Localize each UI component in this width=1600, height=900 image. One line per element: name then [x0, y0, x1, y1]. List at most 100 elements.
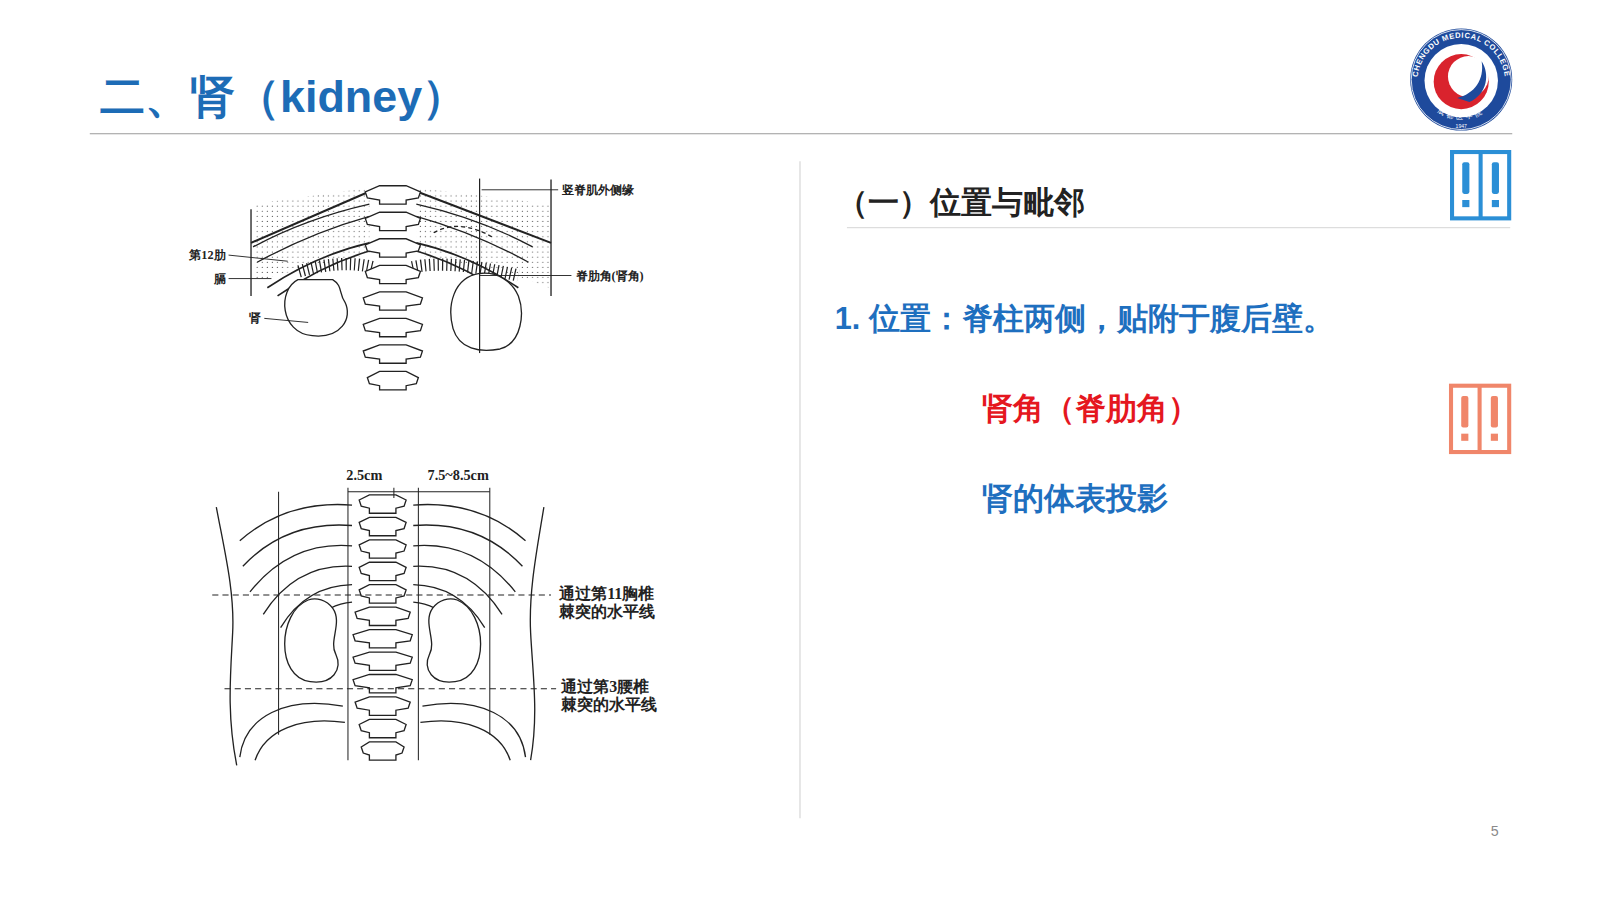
posterior-kidney-figure-part: [253, 204, 369, 247]
logo-text: 1947: [1456, 123, 1467, 129]
posterior-kidney-figure-part: [480, 275, 572, 276]
note-icon-orange-part: [1478, 386, 1482, 452]
college-logo-part: 成都医学院: [1436, 106, 1485, 121]
posterior-kidney-figure-part: [229, 278, 272, 279]
surface-projection-figure-part: [413, 545, 515, 591]
posterior-kidney-figure-part: [299, 264, 373, 271]
note-icon-orange-part: [1491, 434, 1498, 441]
surface-projection-figure-part: [427, 599, 480, 682]
surface-projection-figure-part: [530, 507, 544, 760]
posterior-kidney-figure-part: [257, 216, 369, 262]
surface-projection-figure-part-part: [278, 492, 279, 735]
posterior-kidney-figure-part: [250, 209, 251, 296]
posterior-kidney-figure-part-part: [365, 186, 420, 204]
column-divider: [799, 161, 800, 818]
college-logo-part: CHENGDU MEDICAL COLLEGE: [1411, 31, 1512, 78]
surface-projection-figure-part: [224, 688, 556, 689]
point-text: 肾的体表投影: [982, 480, 1168, 517]
surface-projection-figure-part: [353, 495, 412, 760]
posterior-kidney-figure-part: [482, 189, 559, 190]
heading-rule: [847, 227, 1510, 228]
key-term: 肾角（脊肋角）: [982, 390, 1199, 427]
surface-projection-figure-part-part: [355, 697, 410, 715]
line-note: 通过第3腰椎棘突的水平线: [561, 678, 661, 715]
surface-projection-figure-part: [212, 594, 551, 595]
surface-projection-figure-part-part: [359, 585, 406, 603]
posterior-kidney-figure-part: [479, 179, 480, 353]
surface-projection-figure-part-part: [393, 488, 394, 498]
anatomy-label: 膈: [214, 271, 226, 286]
posterior-kidney-figure-part: [412, 265, 518, 276]
surface-projection-figure-part-part: [418, 488, 419, 760]
surface-projection-figure-part: [240, 704, 343, 758]
note-icon-blue: [1452, 152, 1509, 218]
college-logo-part: [1434, 54, 1489, 109]
surface-projection-figure-part: [420, 721, 510, 760]
posterior-kidney-figure-part: [451, 273, 521, 350]
college-logo-part: [1424, 44, 1497, 117]
note-icon-orange-part: [1461, 434, 1468, 441]
surface-projection-figure-part: [413, 505, 525, 541]
posterior-kidney-figure-part-part: [365, 265, 420, 283]
college-logo-part: [1457, 61, 1486, 102]
college-logo-part: [1410, 29, 1512, 131]
college-logo: CHENGDU MEDICAL COLLEGE 成都医学院 1947: [1410, 29, 1512, 131]
surface-projection-figure-part-part: [361, 742, 404, 760]
surface-projection-figure-part: [255, 721, 345, 760]
point-text: 1. 位置：脊柱两侧，贴附于腹后壁。: [835, 300, 1334, 337]
logo-text: 成都医学院: [1436, 106, 1485, 121]
surface-projection-figure-part: [279, 488, 490, 760]
section-heading: （一）位置与毗邻: [837, 184, 1085, 221]
note-icon-blue-part: [1479, 152, 1483, 218]
line-note: 通过第11胸椎棘突的水平线: [559, 585, 663, 622]
posterior-kidney-figure-part-part: [367, 371, 418, 389]
posterior-kidney-figure-part: [229, 255, 288, 261]
surface-projection-figure-part-part: [359, 562, 406, 580]
surface-projection-figure-part-part: [353, 674, 412, 692]
posterior-kidney-figure-part: [264, 318, 308, 322]
note-icon-blue-part: [1462, 162, 1469, 194]
posterior-kidney-figure-part-part: [365, 239, 420, 257]
posterior-kidney-figure-part-part: [363, 318, 422, 336]
anatomy-label: 肾: [249, 311, 261, 326]
surface-projection-figure-part-part: [359, 719, 406, 737]
surface-projection-figure-part: [216, 507, 236, 765]
note-icon-blue-part: [1462, 200, 1469, 207]
surface-projection-figure-part-part: [347, 488, 348, 760]
surface-projection-figure-part: [240, 505, 352, 541]
surface-projection-figure-part: [285, 599, 338, 682]
anatomy-label: 竖脊肌外侧缘: [562, 182, 634, 197]
surface-projection-figure-part-part: [359, 540, 406, 558]
surface-projection-figure-part-part: [359, 495, 406, 513]
surface-projection-figure-part-part: [489, 488, 490, 735]
posterior-kidney-figure-part: [550, 180, 551, 296]
logo-text: CHENGDU MEDICAL COLLEGE: [1411, 31, 1512, 78]
dimension-label: 7.5~8.5cm: [428, 467, 489, 484]
surface-projection-figure-part-part: [359, 517, 406, 535]
surface-projection-figure-part: [422, 704, 525, 758]
posterior-kidney-figure-part: [416, 204, 532, 247]
posterior-kidney-figure-part: [363, 186, 422, 390]
note-icon-blue-part: [1452, 152, 1509, 218]
anatomy-label: 脊肋角(肾角): [576, 268, 644, 283]
college-logo-part: [1411, 30, 1511, 130]
title-rule: [90, 133, 1512, 134]
surface-projection-figure-part-part: [355, 607, 410, 625]
surface-projection-figure: [212, 488, 556, 766]
surface-projection-figure-part-part: [348, 491, 490, 492]
posterior-kidney-figure-part: [285, 280, 348, 336]
posterior-kidney-figure-part: [251, 190, 373, 243]
surface-projection-figure-part-part: [353, 630, 412, 648]
note-icon-blue-part: [1492, 162, 1499, 194]
note-icon-blue-part: [1492, 200, 1499, 207]
dimension-label: 2.5cm: [346, 467, 382, 484]
page-number: 5: [1491, 823, 1499, 840]
note-icon-orange-part: [1461, 396, 1468, 428]
posterior-kidney-figure-part-part: [363, 292, 422, 310]
note-icon-orange: [1451, 386, 1509, 452]
surface-projection-figure-part-part: [353, 652, 412, 670]
posterior-kidney-figure: [229, 179, 572, 390]
anatomy-label: 第12肋: [189, 248, 225, 263]
